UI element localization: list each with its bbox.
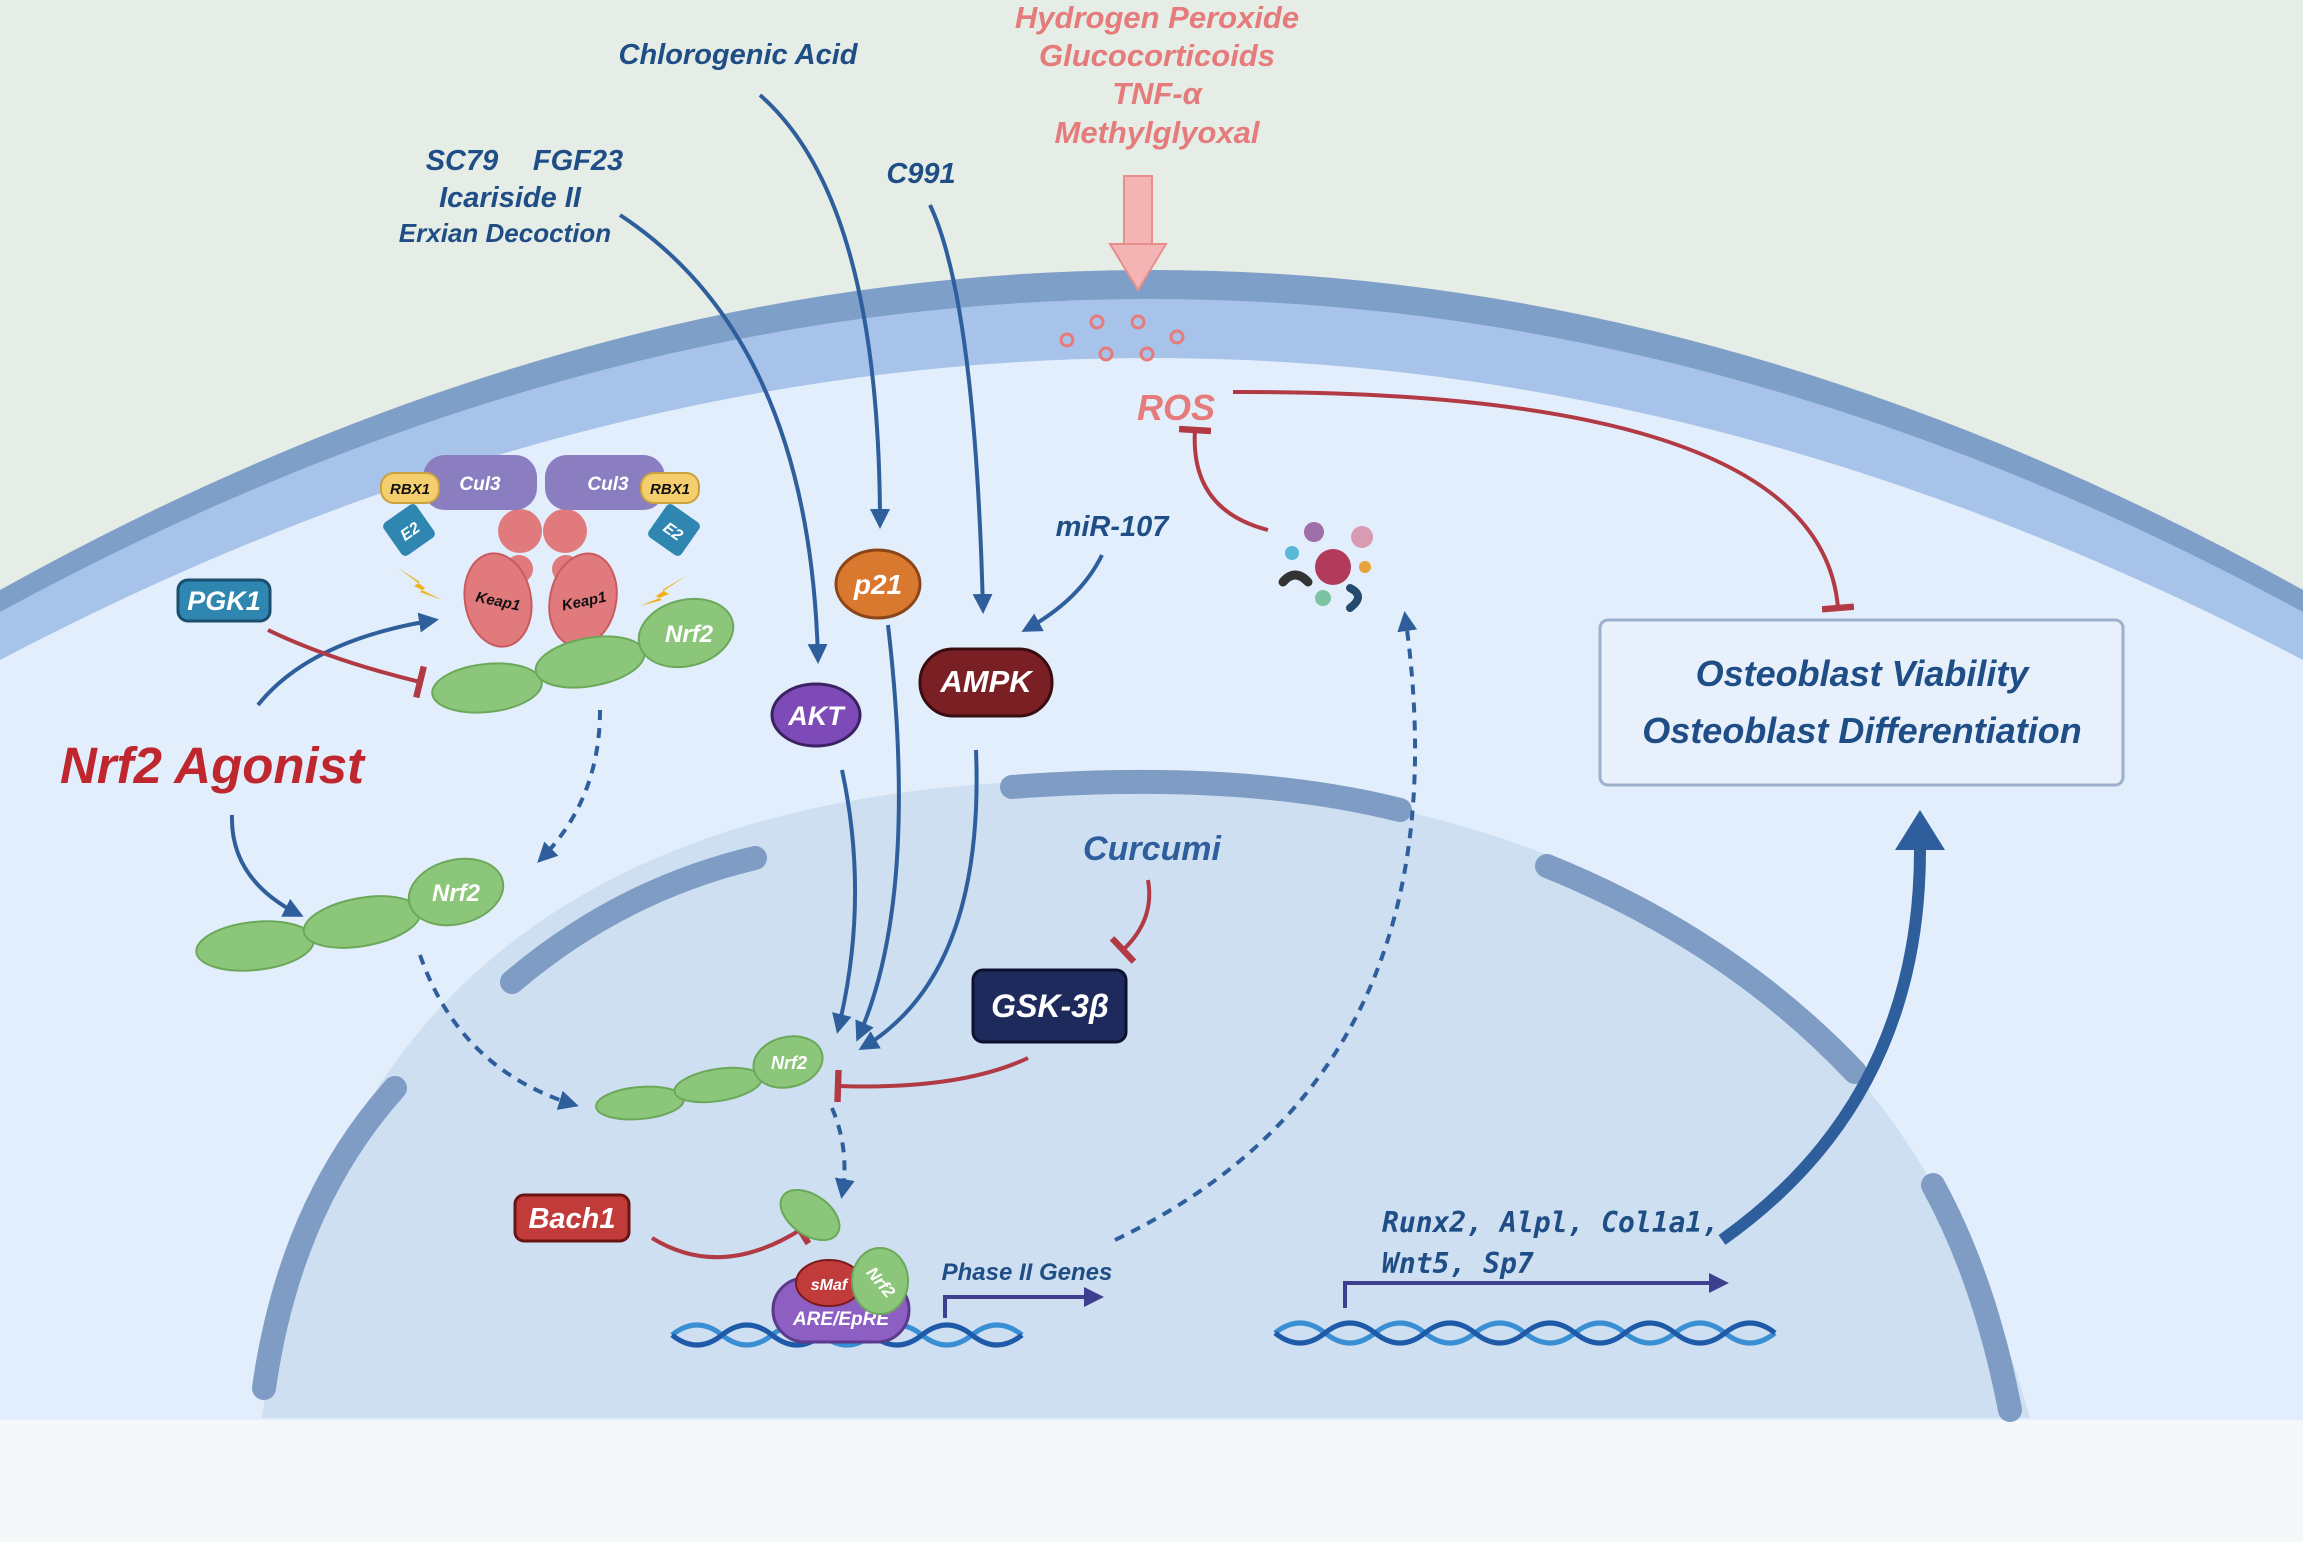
nrf2-cytoplasm: Nrf2 <box>195 857 505 972</box>
label-ros: ROS <box>1137 387 1215 428</box>
label-erxian-decoction: Erxian Decoction <box>399 218 611 248</box>
keap1-left <box>463 552 533 648</box>
arrow-sc79-to-akt <box>618 213 828 664</box>
e2-left <box>383 504 435 556</box>
label-phase2-genes: Phase II Genes <box>942 1259 1113 1286</box>
outcome-box: Osteoblast Viability Osteoblast Differen… <box>1598 618 2125 787</box>
stressor-hydrogen-peroxide: Hydrogen Peroxide <box>1015 0 1299 35</box>
phase2-gene-arrow <box>943 1287 1104 1318</box>
arrow-agonist-to-nrf2 <box>229 814 304 917</box>
arrow-phase2-to-antioxidants <box>1114 611 1418 1242</box>
antioxidant-molecules <box>1278 522 1373 612</box>
label-sc79: SC79 <box>426 145 499 177</box>
label-mir-107: miR-107 <box>1056 511 1171 543</box>
nrf2-bound-label: Nrf2 <box>665 621 714 648</box>
pgk1-label: PGK1 <box>187 586 261 616</box>
are-complex: ARE/EpRE sMaf Nrf2 <box>771 1188 911 1344</box>
inhibit-antioxidants-ros <box>1178 425 1269 532</box>
stressor-tnf-alpha: TNF-α <box>1112 76 1204 111</box>
node-bach1: Bach1 <box>513 1193 631 1243</box>
nrf2-are-tail <box>779 1188 841 1242</box>
translocation-arrows <box>418 611 1418 1242</box>
arrow-pgk1-activation <box>256 612 439 707</box>
label-c991: C991 <box>886 158 955 190</box>
node-p21: p21 <box>834 548 922 620</box>
arrow-release-nrf2 <box>537 709 602 863</box>
stressor-arrow <box>1108 175 1168 292</box>
nrf2-cytoplasm-label: Nrf2 <box>432 880 481 907</box>
node-akt: AKT <box>770 682 862 748</box>
inhibit-gsk3b-nrf2 <box>834 1056 1029 1103</box>
arrow-c991-to-ampk <box>928 204 993 614</box>
outcome-viability: Osteoblast Viability <box>1696 653 2031 694</box>
inhibit-pgk1-keap1 <box>267 628 427 699</box>
node-ampk: AMPK <box>918 647 1054 718</box>
arrow-nrf2-to-are <box>830 1107 855 1199</box>
arrow-chlorogenic-to-p21 <box>758 93 890 529</box>
ubiquitination-bolt-left <box>398 568 442 600</box>
akt-label: AKT <box>787 701 846 731</box>
label-target-genes-line2: Wnt5, Sp7 <box>1382 1247 1534 1280</box>
ampk-label: AMPK <box>939 664 1034 699</box>
dna-helix-right <box>1273 1320 1777 1346</box>
label-nrf2-agonist: Nrf2 Agonist <box>60 737 366 794</box>
gsk3b-label: GSK-3β <box>991 988 1109 1024</box>
arrow-nrf2-to-nucleus <box>418 954 579 1110</box>
arrow-p21-to-nrf2 <box>855 624 901 1042</box>
ubiquitination-bolt-right <box>640 576 686 606</box>
inhibit-bach1-nrf2 <box>650 1214 812 1260</box>
are-epre-label: ARE/EpRE <box>792 1309 890 1330</box>
rbx1-right-label: RBX1 <box>650 481 690 498</box>
label-icariside-ii: Icariside II <box>439 182 582 214</box>
nrf2-nucleus: Nrf2 <box>595 1035 824 1121</box>
activation-arrows <box>229 93 1104 1051</box>
rbx1-left <box>380 472 440 504</box>
rbx1-left-label: RBX1 <box>390 481 430 498</box>
bach1-label: Bach1 <box>528 1203 615 1235</box>
node-pgk1: PGK1 <box>176 578 272 623</box>
cul3-left-label: Cul3 <box>459 474 501 495</box>
cul3-right-label: Cul3 <box>587 474 629 495</box>
inhibition-lines <box>267 389 1855 1260</box>
stressor-glucocorticoids: Glucocorticoids <box>1039 38 1275 73</box>
e2-right <box>648 504 700 556</box>
nrf2-nucleus-label: Nrf2 <box>771 1053 807 1073</box>
outcome-differentiation: Osteoblast Differentiation <box>1642 710 2081 751</box>
rbx1-right <box>640 472 700 504</box>
inhibit-ros-osteoblast <box>1232 389 1855 613</box>
bottom-band <box>0 1420 2303 1542</box>
smaf-label: sMaf <box>811 1277 849 1294</box>
arrow-genes-to-outcome <box>1718 849 1926 1245</box>
stressor-methylglyoxal: Methylglyoxal <box>1055 115 1261 150</box>
label-curcumi: Curcumi <box>1083 830 1222 868</box>
arrow-mir107-to-ampk <box>1021 554 1104 632</box>
arrow-genes-to-outcome-head <box>1895 810 1945 850</box>
p21-label: p21 <box>853 569 902 600</box>
nrf2-bound-keap1: Nrf2 <box>431 597 735 714</box>
nuclear-envelope <box>252 769 2022 1422</box>
arrow-ampk-to-nrf2 <box>858 749 979 1051</box>
cul3-left <box>423 455 537 510</box>
inhibit-curcumi-gsk3b <box>1109 879 1152 964</box>
node-gsk3b: GSK-3β <box>971 968 1128 1044</box>
nrf2-are <box>851 1247 909 1315</box>
ros-particles <box>1059 314 1185 362</box>
cul3-linker-right <box>543 509 587 553</box>
cul3-right <box>545 455 665 510</box>
keap1-cul3-complex: Cul3 Cul3 RBX1 RBX1 E2 E2 Keap1 Keap1 <box>380 455 700 648</box>
cul3-linker-left <box>498 509 542 553</box>
label-chlorogenic-acid: Chlorogenic Acid <box>619 39 859 71</box>
target-gene-arrow <box>1343 1273 1729 1308</box>
label-fgf23: FGF23 <box>533 145 623 177</box>
label-target-genes-line1: Runx2, Alpl, Col1a1, <box>1382 1206 1719 1239</box>
arrow-akt-to-nrf2 <box>832 769 858 1034</box>
